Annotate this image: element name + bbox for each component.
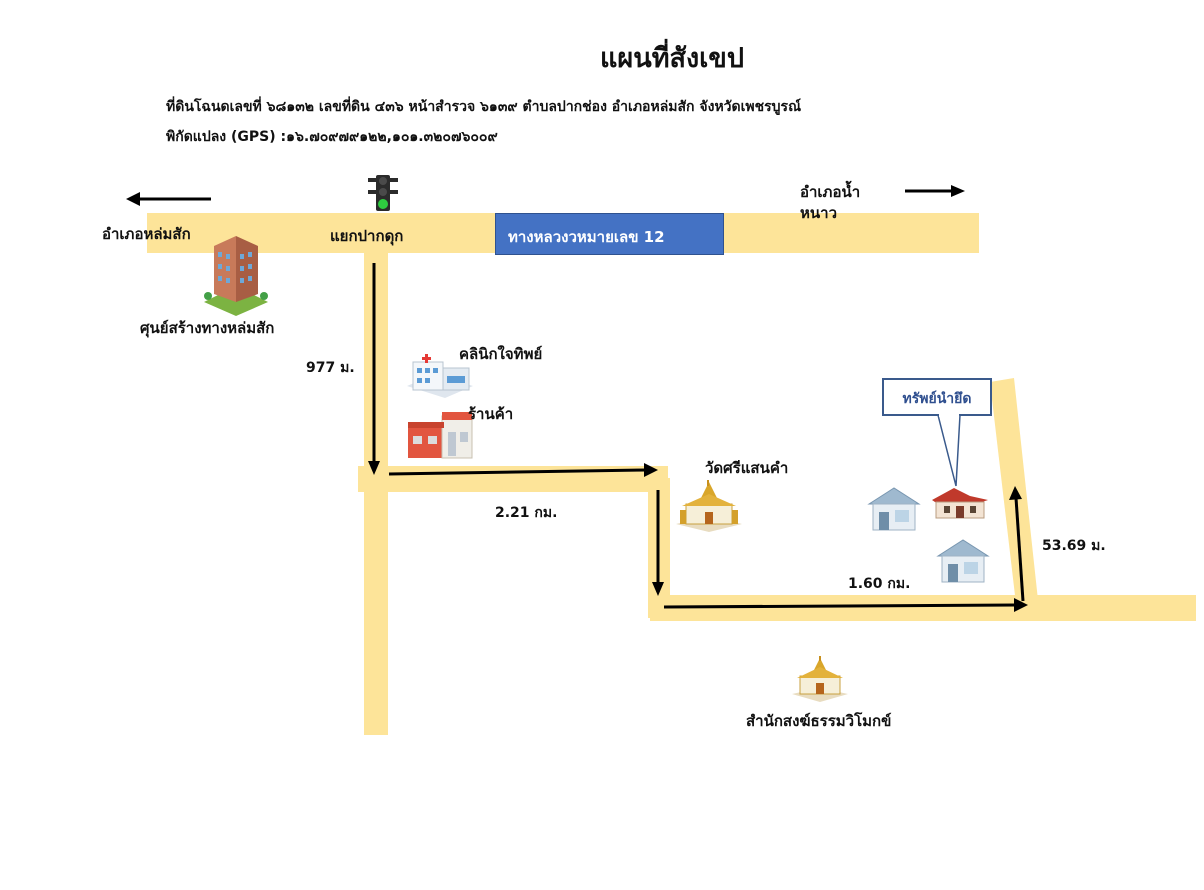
- intersection-label: แยกปากดุก: [330, 227, 404, 245]
- clinic-icon: [407, 354, 473, 398]
- house-icon: [867, 487, 921, 531]
- property-house-icon: [932, 488, 988, 519]
- distance-5369: 53.69 ม.: [1042, 538, 1106, 554]
- side-road-vertical: [364, 250, 388, 735]
- shop-icon: [408, 412, 473, 459]
- distance-977: 977 ม.: [306, 360, 355, 376]
- office-building-icon: [204, 236, 268, 316]
- highway-label: ทางหลวงวหมายเลข 12: [495, 213, 724, 255]
- temple1-label: วัดศรีแสนคำ: [705, 459, 789, 477]
- property-callout: ทรัพย์นำยึด: [882, 378, 992, 416]
- temple2-label: สำนักสงฆ์ธรรมวิโมกข์: [746, 712, 892, 730]
- deed-info: ที่ดินโฉนดเลขที่ ๖๘๑๓๒ เลขที่ดิน ๔๓๖ หน้…: [166, 99, 802, 115]
- shop-label: ร้านค้า: [468, 405, 514, 423]
- direction-namnao-line1: อำเภอน้ำ: [800, 183, 861, 201]
- callout-pointer: [937, 414, 961, 487]
- building-label: ศุนย์สร้างทางหล่มสัก: [140, 319, 275, 337]
- direction-namnao-line2: หนาว: [800, 204, 837, 222]
- distance-221: 2.21 กม.: [495, 505, 558, 521]
- distance-160: 1.60 กม.: [848, 576, 911, 592]
- traffic-light-icon: [368, 175, 398, 211]
- temple-icon: [676, 480, 742, 532]
- house-icon: [936, 539, 990, 583]
- direction-lomsak: อำเภอหล่มสัก: [102, 225, 191, 243]
- clinic-label: คลินิกใจทิพย์: [459, 345, 543, 363]
- map-title: แผนที่สังเขป: [600, 43, 744, 74]
- temple-icon: [792, 656, 848, 702]
- gps-coordinates: พิกัดแปลง (GPS) :๑๖.๗๐๙๗๙๑๒๒,๑๐๑.๓๒๐๗๖๐๐…: [166, 129, 498, 145]
